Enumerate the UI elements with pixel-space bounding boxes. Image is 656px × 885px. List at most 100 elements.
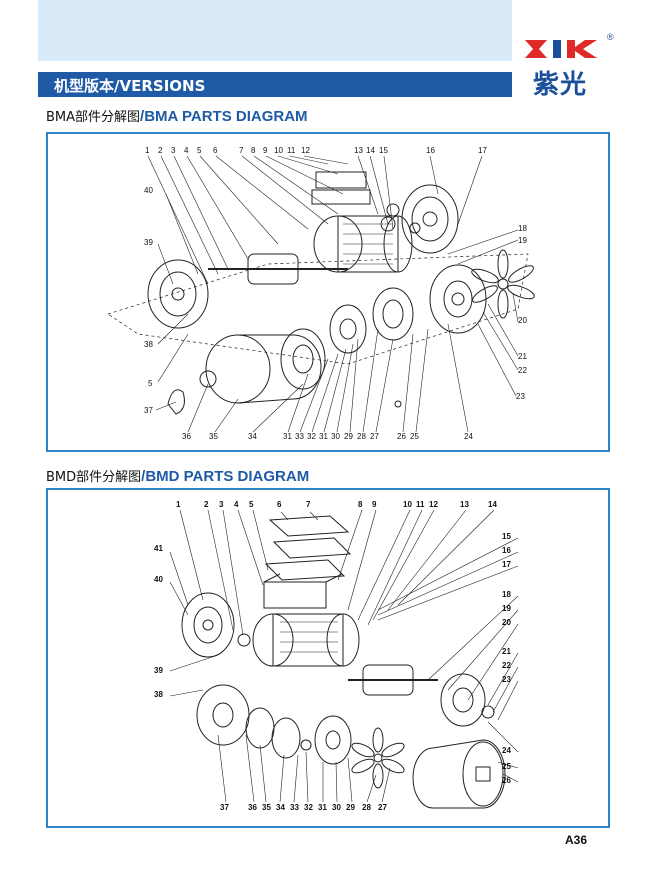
part-label: 13	[460, 500, 469, 509]
part-label: 13	[354, 146, 363, 155]
bmd-heading-en: /BMD PARTS DIAGRAM	[141, 468, 310, 485]
part-label: 16	[502, 546, 511, 555]
part-label: 37	[144, 406, 153, 415]
bma-labels: 1 2 3 4 5 6 7 8 9 10 11 12 13 14 15 16 1…	[48, 134, 608, 450]
versions-title: 机型版本/VERSIONS	[54, 77, 206, 95]
part-label: 24	[464, 432, 473, 441]
part-label: 32	[304, 803, 313, 812]
bmd-heading: BMD部件分解图/BMD PARTS DIAGRAM	[46, 466, 309, 485]
part-label: 35	[262, 803, 271, 812]
part-label: 22	[518, 366, 527, 375]
bma-diagram: 1 2 3 4 5 6 7 8 9 10 11 12 13 14 15 16 1…	[46, 132, 610, 452]
part-label: 14	[366, 146, 375, 155]
part-label: 36	[182, 432, 191, 441]
bmd-heading-cn: BMD部件分解图	[46, 470, 142, 485]
part-label: 5	[249, 500, 254, 509]
bmd-diagram: 1 2 3 4 5 6 7 8 9 10 11 12 13 14 41 40 3…	[46, 488, 610, 828]
part-label: 34	[276, 803, 285, 812]
part-label: 23	[516, 392, 525, 401]
part-label: 6	[277, 500, 282, 509]
part-label: 4	[184, 146, 189, 155]
part-label: 21	[518, 352, 527, 361]
part-label: 29	[344, 432, 353, 441]
part-label: 10	[274, 146, 283, 155]
part-label: 31	[283, 432, 292, 441]
part-label: 5	[148, 379, 153, 388]
part-label: 29	[346, 803, 355, 812]
part-label: 7	[306, 500, 311, 509]
part-label: 1	[176, 500, 181, 509]
part-label: 19	[518, 236, 527, 245]
part-label: 31	[318, 803, 327, 812]
versions-bar: 机型版本/VERSIONS	[38, 72, 512, 97]
bmd-labels: 1 2 3 4 5 6 7 8 9 10 11 12 13 14 41 40 3…	[48, 490, 608, 826]
part-label: 31	[319, 432, 328, 441]
part-label: 7	[239, 146, 244, 155]
bma-heading-cn: BMA部件分解图	[46, 110, 141, 125]
part-label: 25	[410, 432, 419, 441]
part-label: 6	[213, 146, 218, 155]
part-label: 5	[197, 146, 202, 155]
part-label: 26	[502, 776, 511, 785]
part-label: 32	[307, 432, 316, 441]
part-label: 38	[144, 340, 153, 349]
part-label: 19	[502, 604, 511, 613]
part-label: 15	[502, 532, 511, 541]
bma-drawing	[107, 155, 535, 433]
part-label: 1	[145, 146, 150, 155]
part-label: 28	[362, 803, 371, 812]
part-label: 8	[358, 500, 363, 509]
header-band	[38, 0, 512, 61]
part-label: 37	[220, 803, 229, 812]
part-label: 8	[251, 146, 256, 155]
part-label: 4	[234, 500, 239, 509]
part-label: 2	[204, 500, 209, 509]
part-label: 35	[209, 432, 218, 441]
part-label: 33	[295, 432, 304, 441]
part-label: 16	[426, 146, 435, 155]
part-label: 24	[502, 746, 511, 755]
part-label: 15	[379, 146, 388, 155]
part-label: 36	[248, 803, 257, 812]
part-label: 20	[502, 618, 511, 627]
bma-heading-en: /BMA PARTS DIAGRAM	[140, 108, 308, 125]
part-label: 39	[154, 666, 163, 675]
part-label: 3	[219, 500, 224, 509]
part-label: 30	[332, 803, 341, 812]
part-label: 26	[397, 432, 406, 441]
part-label: 25	[502, 762, 511, 771]
part-label: 27	[370, 432, 379, 441]
part-label: 9	[263, 146, 268, 155]
part-label: 12	[429, 500, 438, 509]
part-label: 11	[287, 146, 296, 155]
part-label: 27	[378, 803, 387, 812]
bma-heading: BMA部件分解图/BMA PARTS DIAGRAM	[46, 106, 308, 125]
part-label: 30	[331, 432, 340, 441]
part-label: 11	[416, 500, 425, 509]
part-label: 9	[372, 500, 377, 509]
part-label: 40	[144, 186, 153, 195]
part-label: 3	[171, 146, 176, 155]
part-label: 41	[154, 544, 163, 553]
part-label: 18	[502, 590, 511, 599]
part-label: 20	[518, 316, 527, 325]
part-label: 39	[144, 238, 153, 247]
part-label: 23	[502, 675, 511, 684]
part-label: 17	[502, 560, 511, 569]
part-label: 12	[301, 146, 310, 155]
logo-text: 紫光	[533, 70, 588, 100]
logo-mark-icon	[525, 40, 597, 58]
part-label: 18	[518, 224, 527, 233]
page-number: A36	[565, 833, 588, 847]
part-label: 40	[154, 575, 163, 584]
part-label: 21	[502, 647, 511, 656]
brand-logo: ® 紫光	[525, 32, 635, 106]
registered-mark: ®	[607, 32, 614, 42]
part-label: 2	[158, 146, 163, 155]
part-label: 10	[403, 500, 412, 509]
part-label: 33	[290, 803, 299, 812]
part-label: 34	[248, 432, 257, 441]
part-label: 38	[154, 690, 163, 699]
part-label: 17	[478, 146, 487, 155]
part-label: 22	[502, 661, 511, 670]
